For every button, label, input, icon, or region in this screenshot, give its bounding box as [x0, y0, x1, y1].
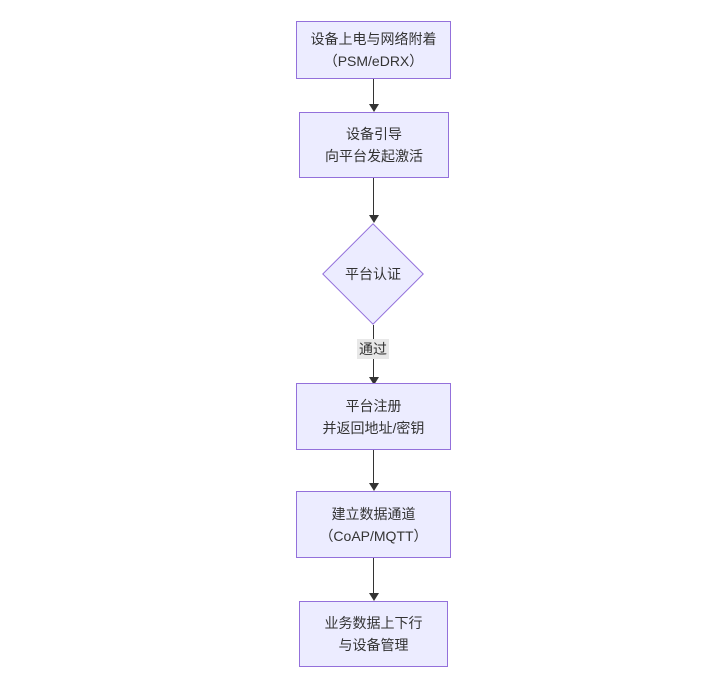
- node-line: 并返回地址/密钥: [322, 419, 425, 436]
- node-line: （CoAP/MQTT）: [319, 527, 428, 544]
- node-line: 平台注册: [345, 397, 402, 414]
- arrowhead-icon: [369, 483, 379, 491]
- edge-line: [373, 450, 374, 484]
- node-line: 设备引导: [346, 126, 402, 142]
- node-data-channel: 建立数据通道 （CoAP/MQTT）: [296, 491, 451, 558]
- node-line: 向平台发起激活: [325, 148, 423, 164]
- node-device-bootstrap: 设备引导 向平台发起激活: [299, 112, 449, 178]
- node-power-network-attach: 设备上电与网络附着 （PSM/eDRX）: [296, 21, 451, 79]
- node-line: （PSM/eDRX）: [323, 53, 424, 69]
- arrowhead-icon: [369, 104, 379, 112]
- arrowhead-icon: [369, 215, 379, 223]
- edge-line: [373, 178, 374, 215]
- arrowhead-icon: [369, 377, 379, 385]
- node-platform-auth: 平台认证: [322, 223, 424, 325]
- node-line: 设备上电与网络附着: [310, 31, 437, 47]
- arrowhead-icon: [369, 593, 379, 601]
- edge-line: [373, 558, 374, 594]
- node-line: 与设备管理: [338, 637, 409, 653]
- node-line: 平台认证: [345, 266, 401, 282]
- node-line: 业务数据上下行: [324, 615, 423, 631]
- node-line: 建立数据通道: [331, 505, 416, 522]
- node-business-data: 业务数据上下行 与设备管理: [299, 601, 448, 667]
- edge-line: [373, 79, 374, 105]
- edge-label: 通过: [357, 339, 389, 359]
- node-platform-register: 平台注册 并返回地址/密钥: [296, 383, 451, 450]
